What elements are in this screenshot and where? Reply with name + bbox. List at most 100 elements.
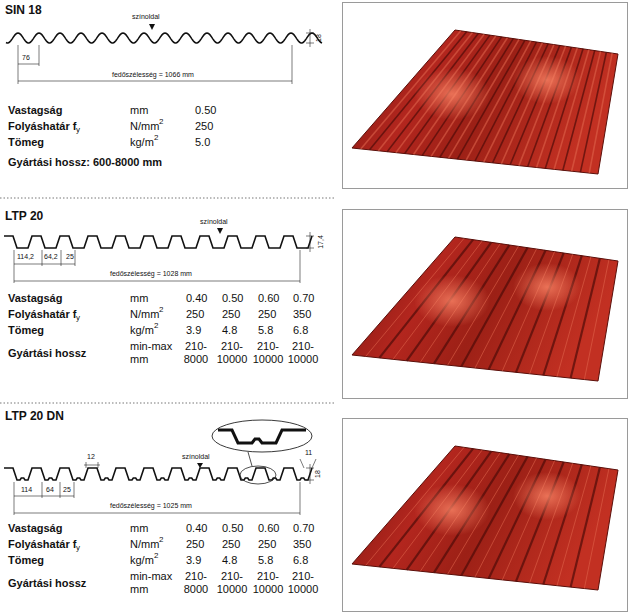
spec-cell: 250 (222, 538, 240, 551)
sinus-profile (6, 33, 322, 43)
dimension-lines (14, 29, 316, 515)
leader-line (248, 452, 252, 466)
spec-cell: mm (130, 292, 148, 305)
sheet-ridge (405, 35, 490, 153)
trapezoid-profile (4, 236, 312, 248)
dimension-label: 2 (159, 305, 163, 314)
product-title: SIN 18 (5, 4, 42, 17)
dimension-label: 2 (159, 535, 163, 544)
dimension-label: színoldal (132, 13, 160, 21)
spec-cell: Vastagság (8, 292, 62, 305)
photo-frame (343, 419, 628, 612)
detail-bubble (212, 420, 312, 452)
spec-cell: 0.70 (293, 292, 314, 305)
dimension-label: 18 (315, 34, 323, 42)
sheet-highlight (513, 472, 581, 520)
sheet-render (352, 237, 618, 381)
spec-cell: 210- 8000 (178, 570, 214, 596)
detail-profile (218, 430, 306, 443)
product-title: LTP 20 DN (5, 410, 64, 423)
dimension-label: 25 (63, 486, 71, 494)
spec-cell: 0.60 (258, 522, 279, 535)
spec-cell: Gyártási hossz (8, 347, 86, 360)
dimension-label: 25 (66, 253, 74, 261)
sheet-highlight (513, 263, 581, 311)
spec-cell: Folyáshatár f (8, 308, 76, 321)
spec-cell: kg/m (130, 136, 154, 149)
dimension-label: fedőszélesség = 1028 mm (110, 270, 192, 278)
dimension-label: 64 (46, 486, 54, 494)
dimension-label: y (76, 125, 80, 134)
spec-cell: kg/m (130, 554, 154, 567)
dimension-label: 2 (154, 551, 158, 560)
spec-cell: 0.70 (293, 522, 314, 535)
product-title: LTP 20 (5, 210, 43, 223)
side-arrow (149, 24, 155, 30)
spec-cell: 0.40 (186, 522, 207, 535)
spec-cell: 0.60 (258, 292, 279, 305)
sheet-ridge (407, 242, 492, 360)
spec-cell: 6.8 (293, 324, 308, 337)
dimension-label: y (76, 543, 80, 552)
spec-cell: 0.40 (186, 292, 207, 305)
spec-cell: 210- 10000 (250, 340, 286, 366)
spec-cell: 250 (186, 538, 204, 551)
spec-cell: 210- 10000 (214, 570, 250, 596)
spec-cell: 250 (258, 308, 276, 321)
sheet-highlight (513, 56, 581, 104)
spec-cell: 210- 10000 (285, 340, 321, 366)
spec-cell: Folyáshatár f (8, 538, 76, 551)
sheet-renders (352, 30, 618, 590)
spec-cell: 210- 10000 (250, 570, 286, 596)
spec-cell: Vastagság (8, 104, 62, 117)
dimension-label: fedőszélesség = 1066 mm (112, 71, 194, 79)
spec-cell: mm (130, 353, 148, 366)
section-divider (0, 198, 336, 199)
spec-cell: 350 (293, 538, 311, 551)
spec-cell: 3.9 (186, 554, 201, 567)
spec-cell: 4.8 (222, 324, 237, 337)
spec-cell: 210- 10000 (214, 340, 250, 366)
spec-cell: 0.50 (195, 104, 216, 117)
dimension-label: színoldal (182, 453, 210, 461)
dimension-label: 12 (87, 453, 95, 461)
sheet-highlight (414, 68, 490, 120)
spec-cell: 250 (186, 308, 204, 321)
dimension-label: 114,2 (17, 253, 34, 261)
spec-cell: kg/m (130, 324, 154, 337)
photo-frame (343, 210, 628, 399)
spec-cell: Vastagság (8, 522, 62, 535)
sheet-highlight (414, 275, 490, 327)
spec-cell: 4.8 (222, 554, 237, 567)
spec-cell: mm (130, 522, 148, 535)
spec-cell: 0.50 (222, 292, 243, 305)
dimension-label: 2 (154, 321, 158, 330)
spec-cell: 5.8 (258, 554, 273, 567)
spec-cell: 250 (258, 538, 276, 551)
dimension-label: 76 (22, 54, 30, 62)
dimension-label: 114 (21, 486, 32, 494)
spec-cell: Gyártási hossz (8, 577, 86, 590)
spec-cell: 210- 8000 (178, 340, 214, 366)
spec-cell: 5.8 (258, 324, 273, 337)
sheet-render (352, 30, 618, 174)
dimension-label: 64,2 (44, 253, 58, 261)
spec-cell: Gyártási hossz: 600-8000 mm (8, 156, 162, 169)
sheet-ridge (584, 260, 609, 380)
spec-cell: N/mm (130, 538, 159, 551)
spec-cell: Tömeg (8, 554, 44, 567)
sheet-render (352, 446, 618, 590)
profile-lines (4, 33, 322, 480)
spec-cell: mm (130, 583, 148, 596)
sheet-ridge (414, 36, 496, 155)
spec-cell: 0.50 (222, 522, 243, 535)
spec-cell: 250 (222, 308, 240, 321)
dimension-label: 2 (154, 133, 158, 142)
spec-cell: 210- 10000 (285, 570, 321, 596)
dimension-label: fedőszélesség = 1025 mm (110, 502, 192, 510)
spec-cell: Tömeg (8, 136, 44, 149)
spec-cell: 5.0 (195, 136, 210, 149)
